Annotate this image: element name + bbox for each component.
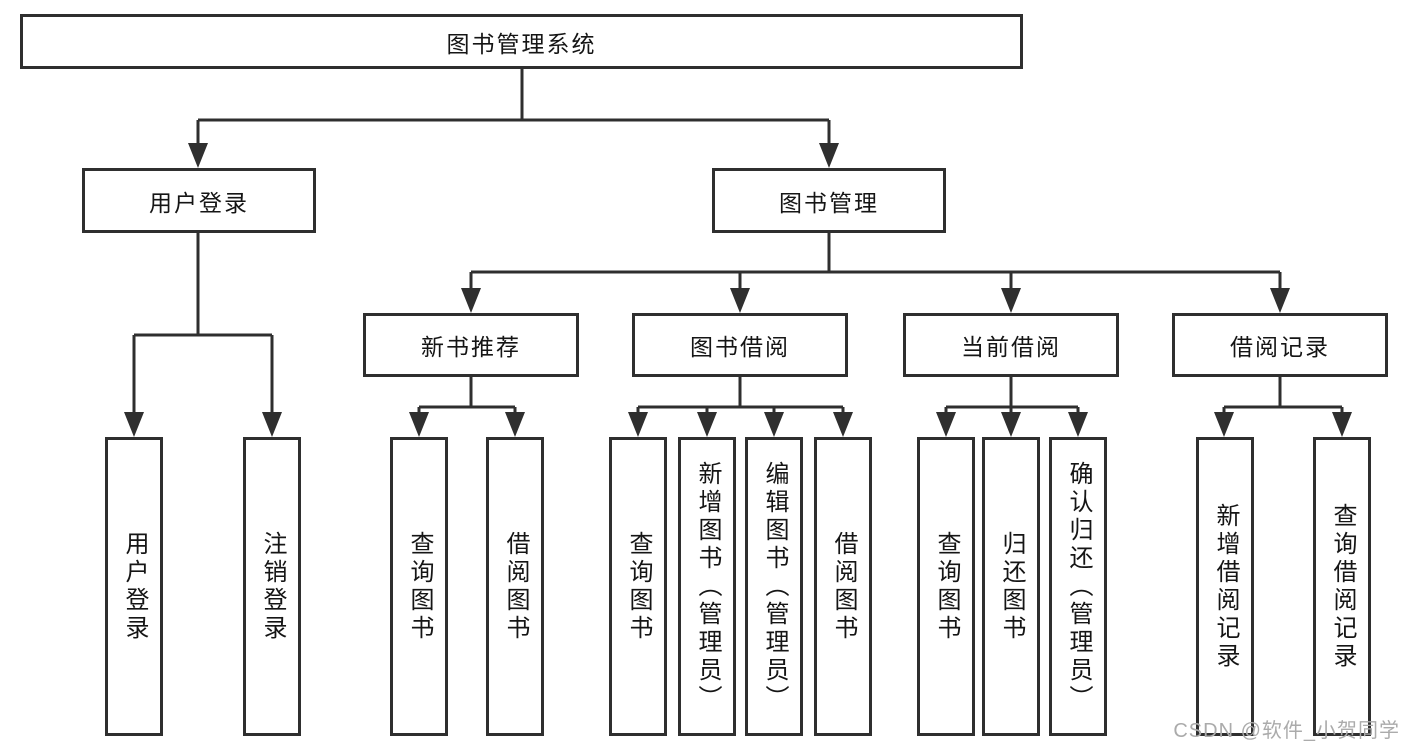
leaf-label: 确认归还（管理员）	[1065, 460, 1092, 713]
connector-current-borrowing-children	[936, 377, 1088, 437]
leaf-return-books: 归还图书	[982, 437, 1040, 736]
leaf-add-borrow-record: 新增借阅记录	[1196, 437, 1254, 736]
node-book-borrowing: 图书借阅	[632, 313, 848, 377]
leaf-label: 查询图书	[625, 530, 652, 643]
leaf-label: 编辑图书（管理员）	[761, 460, 788, 713]
leaf-query-books-current: 查询图书	[917, 437, 975, 736]
node-new-book-recommend: 新书推荐	[363, 313, 579, 377]
leaf-borrow-books-recommend: 借阅图书	[486, 437, 544, 736]
leaf-label: 查询图书	[933, 530, 960, 643]
connector-book-borrowing-children	[628, 377, 853, 437]
leaf-label: 注销登录	[259, 530, 286, 643]
node-current-borrowing: 当前借阅	[903, 313, 1119, 377]
leaf-label: 新增图书（管理员）	[694, 460, 721, 713]
csdn-watermark: CSDN @软件_小贺同学	[1173, 720, 1400, 742]
leaf-label: 借阅图书	[502, 530, 529, 643]
connector-root-to-level2	[188, 68, 839, 168]
leaf-query-books-borrowing: 查询图书	[609, 437, 667, 736]
leaf-confirm-return-admin: 确认归还（管理员）	[1049, 437, 1107, 736]
node-user-login: 用户登录	[82, 168, 316, 233]
leaf-user-login: 用户登录	[105, 437, 163, 736]
node-book-management: 图书管理	[712, 168, 946, 233]
leaf-label: 用户登录	[121, 530, 148, 643]
node-borrow-records: 借阅记录	[1172, 313, 1388, 377]
leaf-query-books-recommend: 查询图书	[390, 437, 448, 736]
leaf-label: 查询借阅记录	[1329, 502, 1356, 671]
leaf-label: 新增借阅记录	[1212, 502, 1239, 671]
connector-borrow-records-children	[1214, 377, 1352, 437]
leaf-borrow-books: 借阅图书	[814, 437, 872, 736]
connector-new-book-recommend-children	[409, 377, 525, 437]
leaf-add-book-admin: 新增图书（管理员）	[678, 437, 736, 736]
connector-user-login-children	[124, 233, 282, 437]
node-library-management-system: 图书管理系统	[20, 14, 1023, 69]
leaf-label: 借阅图书	[830, 530, 857, 643]
leaf-logout: 注销登录	[243, 437, 301, 736]
leaf-edit-book-admin: 编辑图书（管理员）	[745, 437, 803, 736]
leaf-label: 归还图书	[998, 530, 1025, 643]
leaf-label: 查询图书	[406, 530, 433, 643]
leaf-query-borrow-record: 查询借阅记录	[1313, 437, 1371, 736]
connector-book-management-children	[461, 233, 1290, 313]
